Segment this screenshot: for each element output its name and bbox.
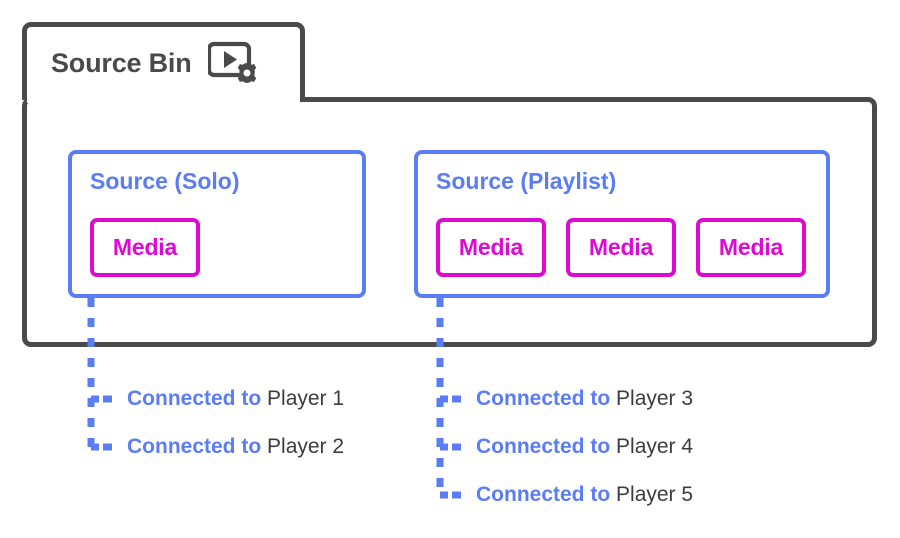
- media-item[interactable]: Media: [566, 218, 676, 277]
- connection-verb: Connected to: [476, 387, 611, 410]
- media-label: Media: [112, 234, 178, 260]
- connection-label-player-2: Connected to Player 2: [127, 435, 344, 459]
- media-item[interactable]: Media: [90, 218, 200, 277]
- connection-label-player-3: Connected to Player 3: [476, 387, 693, 411]
- source-box-playlist[interactable]: Source (Playlist) Media Media Media: [414, 150, 830, 298]
- source-playlist-media-row: Media Media Media: [436, 218, 806, 277]
- media-item[interactable]: Media: [436, 218, 546, 277]
- connection-verb: Connected to: [476, 435, 611, 458]
- source-solo-title: Source (Solo): [90, 168, 240, 194]
- media-label: Media: [718, 234, 784, 260]
- connection-verb: Connected to: [476, 483, 611, 506]
- connection-verb: Connected to: [127, 387, 262, 410]
- connection-target: Player 1: [267, 387, 345, 410]
- connection-target: Player 5: [616, 483, 694, 506]
- connection-label-player-1: Connected to Player 1: [127, 387, 344, 411]
- source-box-solo[interactable]: Source (Solo) Media: [68, 150, 366, 298]
- media-label: Media: [458, 234, 524, 260]
- media-label: Media: [588, 234, 654, 260]
- connection-target: Player 2: [267, 435, 345, 458]
- connection-label-player-4: Connected to Player 4: [476, 435, 693, 459]
- source-bin-title-tab: Source Bin: [22, 22, 305, 100]
- connection-target: Player 4: [616, 435, 694, 458]
- source-bin-title: Source Bin: [51, 48, 192, 78]
- connection-label-player-5: Connected to Player 5: [476, 483, 693, 507]
- connection-target: Player 3: [616, 387, 694, 410]
- source-solo-media-row: Media: [90, 218, 200, 277]
- connection-verb: Connected to: [127, 435, 262, 458]
- media-player-settings-icon: [206, 40, 262, 88]
- media-item[interactable]: Media: [696, 218, 806, 277]
- source-playlist-title: Source (Playlist): [436, 168, 617, 194]
